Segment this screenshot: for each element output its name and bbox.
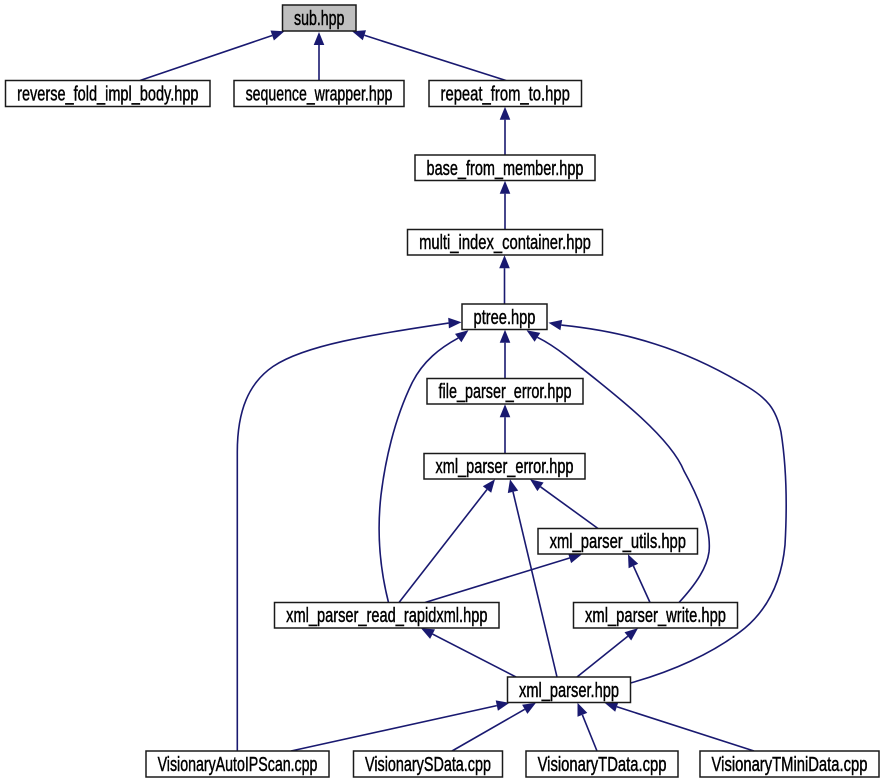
svg-text:VisionaryTMiniData.cpp: VisionaryTMiniData.cpp — [712, 753, 868, 776]
svg-text:sequence_wrapper.hpp: sequence_wrapper.hpp — [246, 82, 393, 105]
svg-text:base_from_member.hpp: base_from_member.hpp — [427, 156, 584, 180]
svg-text:xml_parser.hpp: xml_parser.hpp — [519, 679, 619, 703]
svg-text:VisionaryAutoIPScan.cpp: VisionaryAutoIPScan.cpp — [158, 753, 318, 776]
svg-text:VisionaryTData.cpp: VisionaryTData.cpp — [538, 753, 667, 776]
svg-text:file_parser_error.hpp: file_parser_error.hpp — [439, 380, 572, 404]
svg-text:multi_index_container.hpp: multi_index_container.hpp — [419, 231, 591, 255]
svg-text:reverse_fold_impl_body.hpp: reverse_fold_impl_body.hpp — [17, 82, 198, 106]
svg-text:xml_parser_utils.hpp: xml_parser_utils.hpp — [550, 530, 687, 554]
svg-text:VisionarySData.cpp: VisionarySData.cpp — [365, 753, 491, 776]
svg-text:repeat_from_to.hpp: repeat_from_to.hpp — [441, 82, 571, 106]
svg-text:xml_parser_read_rapidxml.hpp: xml_parser_read_rapidxml.hpp — [286, 604, 487, 628]
svg-text:xml_parser_error.hpp: xml_parser_error.hpp — [436, 455, 574, 479]
svg-text:ptree.hpp: ptree.hpp — [474, 306, 536, 329]
svg-text:xml_parser_write.hpp: xml_parser_write.hpp — [585, 604, 726, 628]
svg-text:sub.hpp: sub.hpp — [294, 7, 344, 30]
